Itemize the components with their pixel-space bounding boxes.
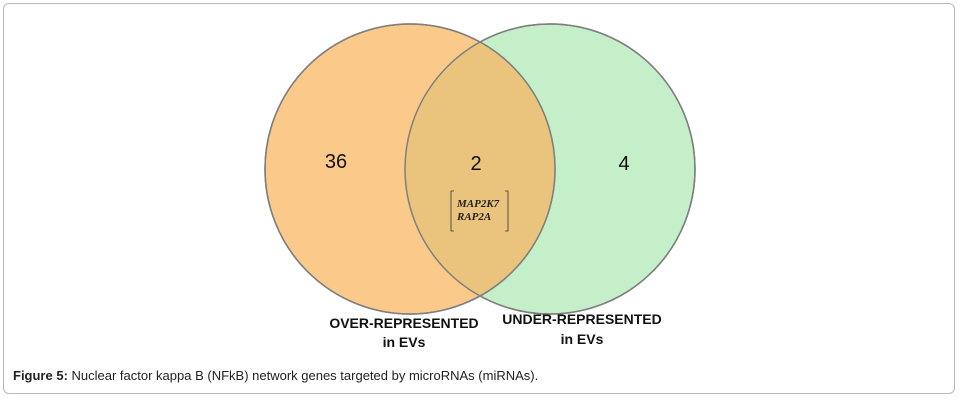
gene-list-bracket (450, 190, 509, 232)
count-intersection: 2 (470, 153, 481, 175)
venn-outline-left (264, 23, 556, 315)
count-under-represented: 4 (618, 153, 629, 175)
caption-lead: Figure 5: (13, 368, 68, 383)
label-over-represented-line2: in EVs (383, 334, 426, 350)
gene-rap2a: RAP2A (456, 211, 491, 223)
label-over-represented-line1: OVER-REPRESENTED (329, 315, 478, 331)
label-under-represented-line2: in EVs (561, 331, 604, 347)
gene-map2k7: MAP2K7 (456, 198, 500, 210)
venn-intersection (405, 24, 555, 314)
count-over-represented: 36 (325, 151, 347, 173)
venn-outline-right (404, 23, 696, 315)
figure-caption: Figure 5: Nuclear factor kappa B (NFkB) … (13, 368, 538, 383)
caption-text: Nuclear factor kappa B (NFkB) network ge… (67, 368, 539, 383)
label-under-represented-line1: UNDER-REPRESENTED (502, 311, 661, 327)
